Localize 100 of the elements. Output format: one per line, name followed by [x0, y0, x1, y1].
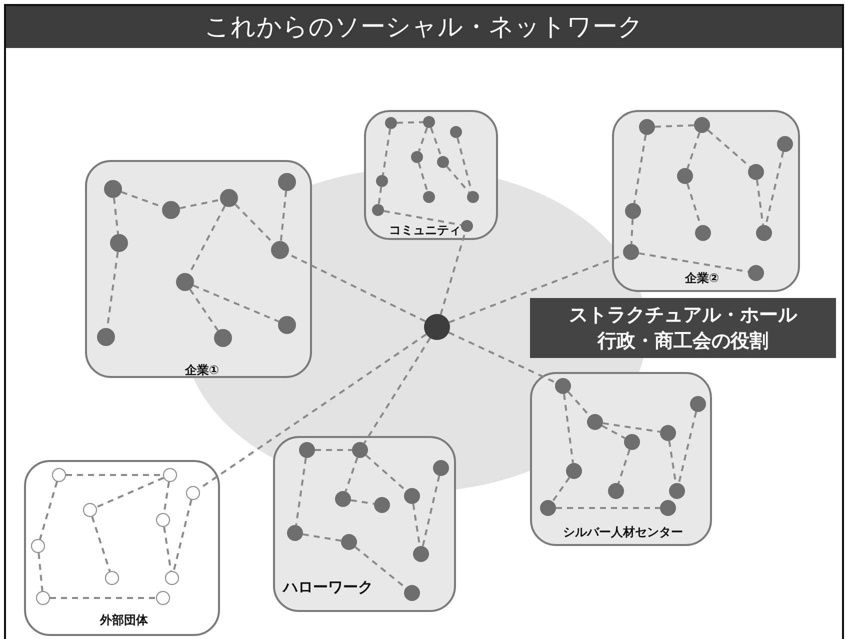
group-label: シルバー人材センター — [562, 524, 684, 540]
hollow-dot — [36, 591, 50, 605]
connector-line — [756, 180, 764, 226]
network-dot — [540, 500, 556, 516]
network-dot — [608, 483, 624, 499]
network-dot — [385, 117, 397, 129]
connector-line — [91, 516, 111, 572]
network-dot — [374, 497, 390, 513]
banner-text: ストラクチュアル・ホール — [568, 303, 798, 328]
hollow-dot — [83, 503, 97, 517]
network-dot — [411, 151, 423, 163]
connector-line — [556, 507, 660, 509]
connector-line — [172, 500, 192, 572]
network-dot — [690, 396, 706, 412]
network-dot — [461, 220, 473, 232]
network-dot — [97, 328, 115, 346]
network-dot — [335, 491, 351, 507]
connector-line — [350, 499, 374, 505]
network-dot — [748, 265, 764, 281]
group-label: 企業① — [184, 362, 220, 378]
connector-line — [418, 162, 428, 192]
connector-line — [422, 476, 440, 546]
network-dot — [423, 191, 435, 203]
network-dot — [555, 378, 571, 394]
network-dot — [278, 173, 296, 191]
network-dot — [404, 585, 420, 601]
connector-line — [163, 526, 172, 572]
network-dot — [352, 442, 368, 458]
connector-line — [678, 412, 698, 484]
network-dot — [623, 244, 639, 260]
connector-line — [363, 338, 431, 444]
group-panel — [530, 372, 712, 546]
banner-text: 行政・商工会の役割 — [596, 329, 770, 354]
hollow-dot — [186, 486, 200, 500]
connector-line — [180, 198, 220, 210]
connector-line — [384, 210, 462, 226]
connector-line — [630, 218, 634, 244]
network-dot — [660, 425, 676, 441]
connector-line — [418, 127, 428, 152]
connector-line — [563, 394, 574, 464]
hollow-dot — [52, 468, 66, 482]
network-dot — [695, 225, 711, 241]
connector-line — [618, 449, 630, 484]
network-dot — [413, 546, 429, 562]
connector-line — [39, 481, 58, 540]
group-panel — [364, 110, 498, 240]
connector-line — [602, 422, 660, 433]
network-dot — [694, 117, 710, 133]
connector-line — [707, 130, 751, 168]
connector-line — [552, 476, 570, 502]
network-dot — [677, 168, 693, 184]
network-dot — [341, 534, 357, 550]
connector-line — [189, 288, 219, 332]
connector-line — [654, 124, 694, 128]
connector-line — [602, 424, 626, 440]
connector-line — [430, 127, 442, 157]
connector-line — [382, 128, 392, 176]
group-label: コミュニティ — [388, 222, 462, 238]
connector-line — [686, 132, 700, 169]
network-dot — [450, 126, 462, 138]
network-dot — [625, 203, 641, 219]
hollow-dot — [156, 513, 170, 527]
group-label: 企業② — [684, 270, 720, 286]
network-dot — [214, 329, 232, 347]
network-dot — [176, 273, 194, 291]
connector-line — [302, 533, 342, 542]
connector-line — [378, 186, 382, 204]
hollow-dot — [156, 591, 170, 605]
network-dot — [162, 201, 180, 219]
network-dot — [587, 414, 603, 430]
connector-line — [113, 198, 119, 234]
connector-line — [280, 190, 288, 242]
network-dot — [669, 483, 685, 499]
connector-line — [38, 552, 44, 592]
connector-line — [638, 252, 748, 273]
connector-line — [96, 476, 164, 508]
network-dot — [467, 191, 479, 203]
connector-line — [365, 454, 407, 492]
network-dot — [278, 316, 296, 334]
group-panel — [24, 460, 220, 636]
connector-line — [446, 166, 470, 194]
connector-line — [315, 449, 352, 451]
network-dot — [777, 136, 793, 152]
hollow-dot — [105, 571, 119, 585]
network-dot — [220, 189, 238, 207]
connector-line — [66, 474, 163, 476]
hollow-dot — [31, 539, 45, 553]
network-dot — [110, 234, 128, 252]
network-dot — [639, 119, 655, 135]
network-dot — [299, 442, 315, 458]
network-dot — [287, 525, 303, 541]
connector-line — [633, 134, 647, 204]
connector-line — [295, 458, 307, 526]
group-panel — [85, 160, 312, 378]
network-dot — [437, 156, 449, 168]
hollow-dot — [163, 468, 177, 482]
network-dot — [104, 180, 122, 198]
network-dot — [423, 116, 435, 128]
connector-line — [448, 332, 556, 384]
network-dot — [372, 204, 384, 216]
